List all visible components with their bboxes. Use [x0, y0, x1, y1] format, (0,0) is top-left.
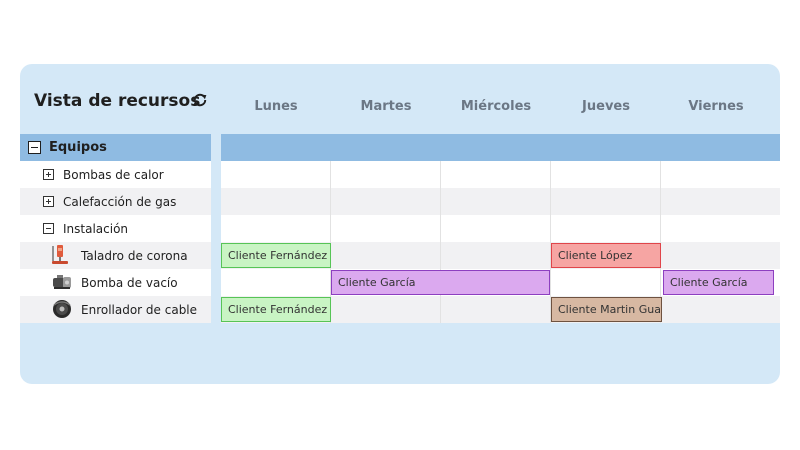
cable-reel-icon: [53, 300, 71, 318]
refresh-icon[interactable]: [191, 91, 209, 109]
row-label: Bomba de vacío: [81, 276, 178, 290]
expand-icon[interactable]: [43, 196, 54, 207]
resource-row-bomba-de-vacio[interactable]: [20, 269, 211, 296]
expand-icon[interactable]: [43, 169, 54, 180]
timeline-row-bombas-de-calor[interactable]: [221, 161, 780, 188]
day-header-miercoles: Miércoles: [460, 99, 532, 114]
day-header-jueves: Jueves: [582, 99, 630, 114]
event-taladro-de-corona-jueves[interactable]: Cliente López: [551, 243, 661, 268]
day-header-lunes: Lunes: [254, 99, 298, 114]
event-enrollador-de-cable-lunes[interactable]: Cliente Fernández: [221, 297, 331, 322]
day-header-martes: Martes: [360, 99, 412, 114]
event-taladro-de-corona-lunes[interactable]: Cliente Fernández: [221, 243, 331, 268]
row-label: Calefacción de gas: [63, 195, 177, 209]
day-divider: [550, 161, 551, 323]
event-bomba-de-vacio-martes[interactable]: Cliente García: [331, 270, 550, 295]
collapse-category-icon[interactable]: [28, 141, 41, 154]
category-label: Equipos: [49, 140, 107, 155]
event-enrollador-de-cable-jueves[interactable]: Cliente Martin Guard: [551, 297, 662, 322]
row-label: Enrollador de cable: [81, 303, 198, 317]
row-label: Taladro de corona: [81, 249, 188, 263]
event-bomba-de-vacio-viernes[interactable]: Cliente García: [663, 270, 774, 295]
resource-row-taladro-de-corona[interactable]: [20, 242, 211, 269]
vacuum-pump-icon: [53, 275, 71, 289]
day-divider: [660, 161, 661, 323]
category-row-timeline: [221, 134, 780, 161]
row-label: Instalación: [63, 222, 129, 236]
timeline-row-calefaccion-de-gas[interactable]: [221, 188, 780, 215]
page-title: Vista de recursos: [34, 91, 201, 111]
day-header-viernes: Viernes: [688, 99, 744, 114]
row-label: Bombas de calor: [63, 168, 164, 182]
resource-row-enrollador-de-cable[interactable]: [20, 296, 211, 323]
resource-view-panel: Vista de recursos Lunes Martes Miércoles…: [20, 64, 780, 384]
timeline-row-instalacion[interactable]: [221, 215, 780, 242]
category-row-equipos[interactable]: [20, 134, 211, 161]
day-divider: [330, 161, 331, 323]
collapse-icon[interactable]: [43, 223, 54, 234]
day-divider: [440, 161, 441, 323]
core-drill-icon: [52, 245, 68, 264]
